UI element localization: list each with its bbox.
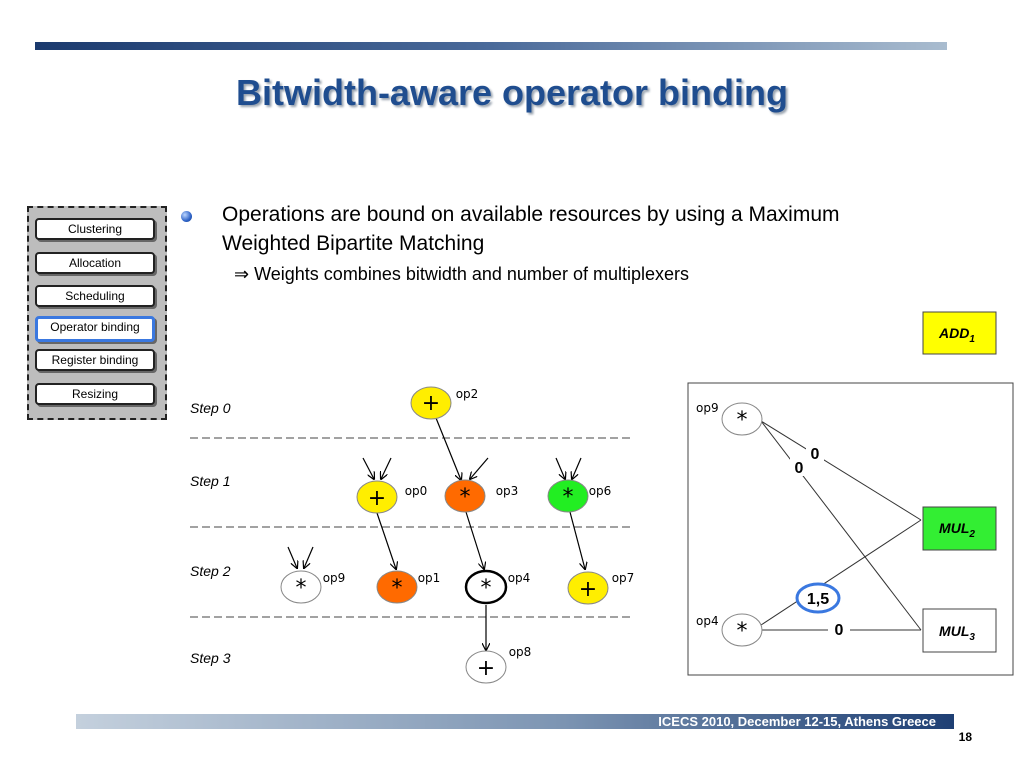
node-label: op2 <box>456 387 479 401</box>
node-label: op8 <box>509 645 532 659</box>
flow-step-register-binding: Register binding <box>35 349 155 371</box>
sub-bullet: ⇒ Weights combines bitwidth and number o… <box>234 264 689 285</box>
resource-name: ADD <box>938 325 969 341</box>
input-arrow <box>555 457 565 479</box>
node-label: op4 <box>508 571 531 585</box>
node-symbol: + <box>422 391 440 416</box>
resource-mul2: MUL2 <box>922 506 997 551</box>
node-op1: * op1 <box>376 570 441 604</box>
node-op3: * op3 <box>444 479 519 513</box>
resource-add1: ADD1 <box>922 311 997 355</box>
input-arrow <box>381 457 392 479</box>
svg-text:MUL3: MUL3 <box>939 623 975 643</box>
selected-weight-highlight <box>795 582 841 614</box>
flow-step-operator-binding: Operator binding <box>35 316 155 342</box>
step-label-1: Step 1 <box>190 473 230 489</box>
resource-mul3: MUL3 <box>922 608 997 653</box>
node-label: op1 <box>418 571 441 585</box>
slide-title: Bitwidth-aware operator binding <box>235 72 788 113</box>
resource-subscript: 3 <box>969 632 975 643</box>
edge-op9-mul3 <box>760 420 922 631</box>
node-label: op0 <box>405 484 428 498</box>
flow-step-resizing: Resizing <box>35 383 155 405</box>
input-arrow <box>287 546 297 568</box>
top-decoration-bar <box>35 42 947 50</box>
step-label-3: Step 3 <box>190 650 231 666</box>
resource-name: MUL <box>939 623 969 639</box>
node-label: op9 <box>696 401 719 415</box>
node-op0: + op0 <box>356 480 428 514</box>
weight-label: 0 <box>835 622 844 639</box>
node-op9: * op9 <box>280 570 346 604</box>
node-symbol: * <box>481 576 492 601</box>
weight-label: 0 <box>811 446 820 463</box>
edge-op3-op4 <box>465 511 484 569</box>
node-label: op6 <box>589 484 612 498</box>
matching-op4: * op4 <box>696 613 763 647</box>
resource-name: MUL <box>939 520 969 536</box>
svg-text:ADD1: ADD1 <box>938 325 975 345</box>
input-arrow <box>572 457 582 479</box>
node-symbol: * <box>563 485 574 510</box>
node-symbol: * <box>737 619 748 644</box>
design-flow-panel: Clustering Allocation Scheduling Operato… <box>27 206 167 420</box>
bullet-text: Operations are bound on available resour… <box>222 203 840 255</box>
input-arrow <box>304 546 314 568</box>
edge-op0-op1 <box>376 512 396 569</box>
footer-bar <box>76 714 954 729</box>
svg-text:MUL2: MUL2 <box>939 520 975 540</box>
node-symbol: * <box>737 408 748 433</box>
node-op2: + op2 <box>410 386 479 420</box>
node-op8: + op8 <box>465 645 532 684</box>
flow-step-scheduling: Scheduling <box>35 285 155 307</box>
node-symbol: * <box>296 576 307 601</box>
step-separators <box>190 437 632 618</box>
flow-step-clustering: Clustering <box>35 218 155 240</box>
node-symbol: + <box>579 577 597 602</box>
node-op7: + op7 <box>567 571 635 605</box>
node-symbol: * <box>392 576 403 601</box>
node-op6: * op6 <box>547 479 612 513</box>
matching-op9: * op9 <box>696 401 763 436</box>
step-label-0: Step 0 <box>190 400 231 416</box>
page-number: 18 <box>958 730 972 744</box>
input-arrow <box>362 457 374 479</box>
step-label-2: Step 2 <box>190 563 231 579</box>
node-op4: * op4 <box>464 569 531 605</box>
weight-label: 1,5 <box>807 591 829 608</box>
node-symbol: + <box>477 656 495 681</box>
weight-label: 0 <box>795 460 804 477</box>
input-arrow <box>470 457 489 479</box>
edge-op9-mul2 <box>760 420 922 521</box>
sub-bullet-text: Weights combines bitwidth and number of … <box>254 264 689 284</box>
resource-subscript: 2 <box>968 529 975 540</box>
node-label: op3 <box>496 484 519 498</box>
node-symbol: + <box>368 486 386 511</box>
edge-op4-mul2 <box>760 519 922 626</box>
bullet-icon <box>181 211 192 222</box>
node-label: op9 <box>323 571 346 585</box>
edge-op2-op3 <box>435 417 461 480</box>
node-label: op4 <box>696 614 719 628</box>
dataflow-edges <box>287 417 585 650</box>
edge-op6-op7 <box>569 511 585 569</box>
node-symbol: * <box>460 485 471 510</box>
node-label: op7 <box>612 571 635 585</box>
footer-text: ICECS 2010, December 12-15, Athens Greec… <box>658 714 936 729</box>
flow-step-allocation: Allocation <box>35 252 155 274</box>
resource-subscript: 1 <box>969 334 975 345</box>
implies-arrow-icon: ⇒ <box>234 264 250 284</box>
